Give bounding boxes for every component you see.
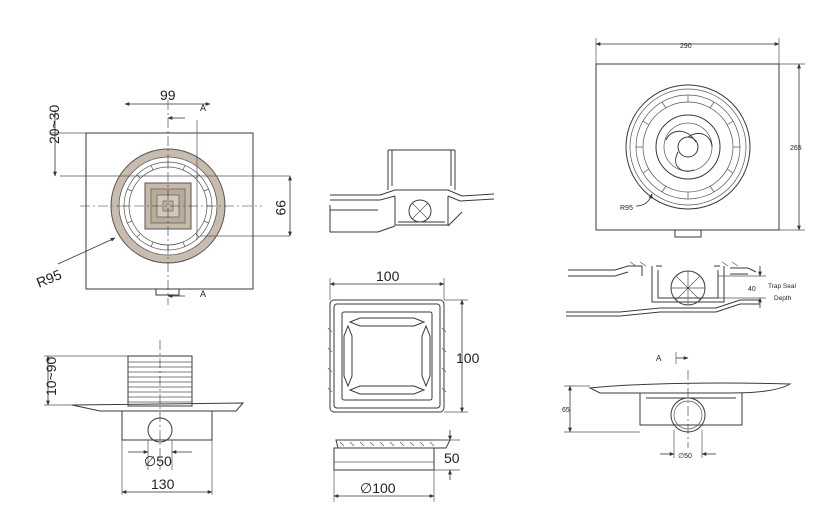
grate-body	[333, 447, 435, 471]
dim-height-65: 65	[562, 407, 570, 414]
dim-pipe-right: ∅50	[678, 453, 692, 460]
top-view: 99 A A 99 20~30 R95	[34, 87, 292, 305]
grate-bar-left	[343, 324, 353, 388]
dim-height-265: 265	[790, 145, 802, 152]
grate-bar-bottom	[348, 385, 426, 395]
trap-section-view: 40 Trap Seal Depth	[566, 261, 796, 317]
dim-grate-height: 100	[456, 350, 480, 366]
large-ribs	[636, 95, 740, 199]
dim-offset: 20~30	[46, 104, 62, 144]
radius-label-left: R95	[34, 266, 64, 291]
trap-label-line1: Trap Seal	[768, 283, 796, 290]
radius-label-right: R95	[620, 205, 633, 212]
large-flange	[588, 382, 792, 394]
grate-view: 100 100	[327, 268, 480, 413]
section-mark-right: A	[656, 354, 662, 363]
dim-height-left: 10~90	[43, 356, 59, 396]
dim-side-99: 99	[273, 200, 289, 216]
section-mark-top: A	[200, 103, 206, 113]
dim-width-290: 290	[680, 43, 692, 50]
dim-pipe-left: ∅50	[144, 453, 172, 469]
dim-trap-depth: 40	[748, 286, 756, 293]
large-outlet-stub	[674, 229, 702, 238]
grate-bar-top	[348, 317, 426, 327]
large-outer-ring	[625, 84, 751, 210]
grate-side-view: 50 ∅100	[333, 430, 460, 502]
right-side-view: A 65 ∅50	[562, 352, 792, 460]
grate-frame	[329, 299, 445, 413]
small-section-view	[329, 149, 495, 233]
dim-grate-diameter: ∅100	[360, 480, 396, 496]
left-side-view: 10~90 ∅50 130	[43, 340, 245, 495]
dim-width-130: 130	[151, 476, 175, 492]
trap-label-line2: Depth	[774, 295, 792, 302]
outlet-stub	[155, 288, 180, 296]
grate-bar-right	[421, 324, 431, 388]
dim-grate-side-height: 50	[444, 450, 460, 466]
section-mark-bottom: A	[200, 289, 206, 299]
adjustable-body	[127, 355, 193, 407]
dim-top-99: 99	[160, 87, 176, 103]
flange	[71, 402, 245, 412]
right-top-view: 290 265 R95	[595, 38, 805, 238]
dim-grate-width: 100	[376, 268, 400, 284]
